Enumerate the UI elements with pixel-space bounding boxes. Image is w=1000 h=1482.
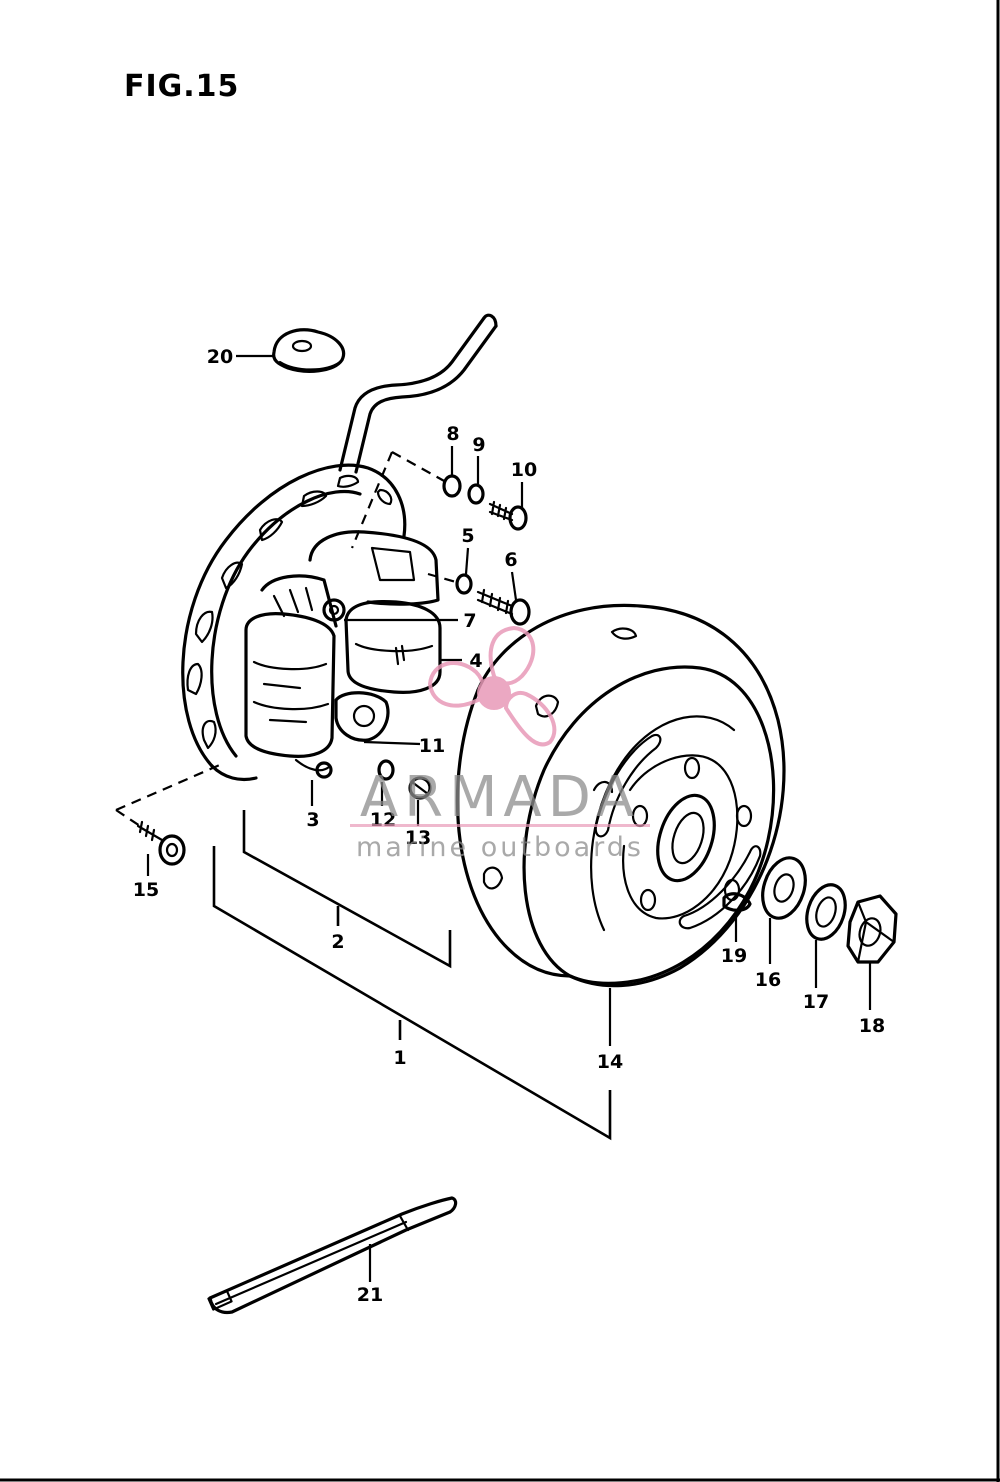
callout-19: 19 bbox=[721, 945, 747, 967]
part-15-screw bbox=[136, 820, 186, 866]
part-18-nut bbox=[846, 894, 898, 964]
callout-11: 11 bbox=[419, 735, 445, 757]
callout-8: 8 bbox=[446, 423, 459, 445]
part-5-washer bbox=[455, 573, 473, 595]
part-6-screw bbox=[476, 588, 531, 626]
callout-2: 2 bbox=[331, 931, 344, 953]
part-21-cable-tie bbox=[207, 1196, 458, 1315]
callout-17: 17 bbox=[803, 991, 829, 1013]
part-16-washer bbox=[761, 856, 807, 920]
wire-harness bbox=[338, 313, 498, 474]
part-10-screw bbox=[488, 500, 528, 531]
part-20-grommet bbox=[272, 328, 346, 373]
figure-title: FIG.15 bbox=[124, 69, 239, 104]
callout-13: 13 bbox=[405, 827, 431, 849]
assembly-bracket-2 bbox=[242, 810, 452, 969]
callout-21: 21 bbox=[357, 1284, 383, 1306]
part-17-lock-washer bbox=[805, 883, 847, 941]
callout-5: 5 bbox=[461, 525, 474, 547]
callout-15: 15 bbox=[133, 879, 159, 901]
callout-20: 20 bbox=[207, 346, 233, 368]
part-9-lock-washer bbox=[467, 483, 485, 505]
watermark-tagline: marine outboards bbox=[356, 832, 644, 863]
stator-base-plate bbox=[181, 463, 407, 782]
part-13-screw bbox=[408, 776, 432, 800]
part-8-washer bbox=[442, 474, 462, 498]
part-19-woodruff-key bbox=[722, 892, 752, 912]
callout-labels: 20 8 9 10 5 6 7 4 11 3 12 13 15 2 19 16 … bbox=[133, 346, 885, 1306]
callout-9: 9 bbox=[472, 434, 485, 456]
watermark: ARMADA marine outboards bbox=[350, 625, 650, 863]
callout-10: 10 bbox=[511, 459, 537, 481]
assembly-bracket-1 bbox=[212, 846, 612, 1141]
callout-6: 6 bbox=[504, 549, 517, 571]
callout-18: 18 bbox=[859, 1015, 885, 1037]
callout-16: 16 bbox=[755, 969, 781, 991]
callout-1: 1 bbox=[393, 1047, 406, 1069]
watermark-brand: ARMADA bbox=[360, 765, 640, 830]
watermark-divider bbox=[350, 824, 650, 827]
callout-7: 7 bbox=[463, 610, 476, 632]
part-12-washer bbox=[377, 759, 395, 781]
callout-3: 3 bbox=[306, 809, 319, 831]
ignition-coil-assembly bbox=[244, 530, 442, 779]
callout-4: 4 bbox=[469, 650, 482, 672]
leader-lines bbox=[115, 354, 872, 1282]
propeller-icon bbox=[427, 625, 557, 747]
callout-14: 14 bbox=[597, 1051, 623, 1073]
